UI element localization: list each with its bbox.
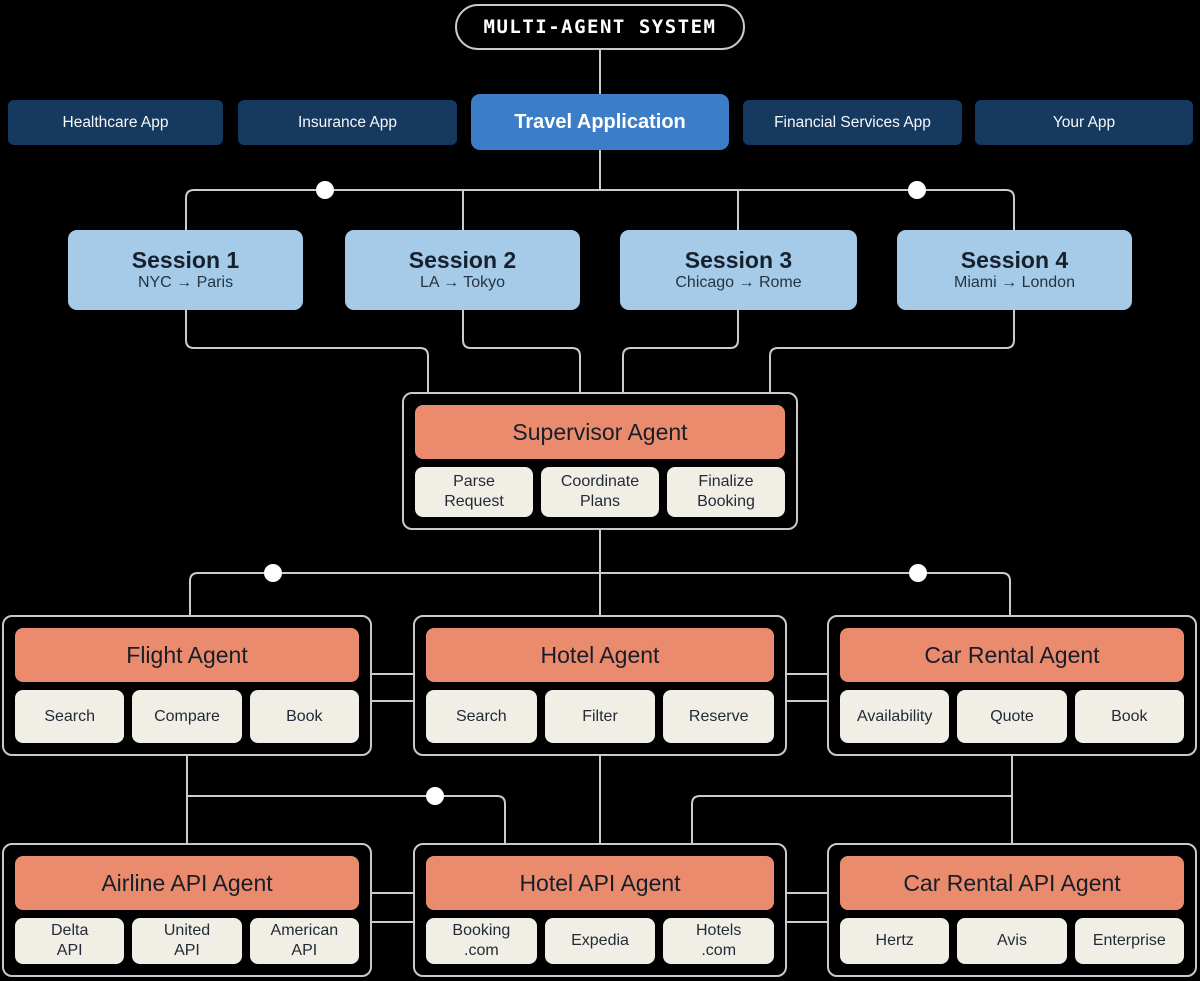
wire-flight-branch-to-hotel-api (187, 795, 506, 845)
hotel-task-row: Search Filter Reserve (426, 690, 775, 743)
junction-dot (426, 787, 444, 805)
session-node-1: Session 1 NYC → Paris (68, 230, 303, 310)
task-american-api: American API (249, 918, 359, 964)
app-label: Healthcare App (62, 113, 169, 131)
session-node-3: Session 3 Chicago → Rome (620, 230, 857, 310)
hotel-agent-panel: Hotel Agent Search Filter Reserve (413, 615, 787, 756)
task-parse-request: Parse Request (415, 467, 533, 517)
task-finalize-booking: Finalize Booking (667, 467, 785, 517)
task-availability: Availability (840, 690, 950, 743)
wire-session2-to-supervisor (462, 310, 581, 394)
flight-agent-panel: Flight Agent Search Compare Book (2, 615, 372, 756)
task-coordinate-plans: Coordinate Plans (541, 467, 659, 517)
app-node-healthcare: Healthcare App (8, 100, 223, 145)
session-node-2: Session 2 LA → Tokyo (345, 230, 580, 310)
hotel-agent-header: Hotel Agent (426, 628, 774, 682)
junction-dot (908, 181, 926, 199)
task-book: Book (1074, 690, 1184, 743)
car-rental-task-row: Availability Quote Book (840, 690, 1184, 743)
car-rental-api-agent-panel: Car Rental API Agent Hertz Avis Enterpri… (827, 843, 1197, 977)
session-title: Session 1 (131, 247, 240, 273)
supervisor-agent-panel: Supervisor Agent Parse Request Coordinat… (402, 392, 798, 530)
car-rental-api-agent-header: Car Rental API Agent (840, 856, 1184, 910)
task-delta-api: Delta API (15, 918, 125, 964)
app-node-financial: Financial Services App (743, 100, 962, 145)
wire-session-bus (185, 189, 1015, 230)
root-label: MULTI-AGENT SYSTEM (483, 16, 717, 38)
app-label: Insurance App (297, 113, 398, 131)
task-expedia: Expedia (544, 918, 656, 964)
wire-session4-to-supervisor (769, 310, 1015, 394)
session-route: LA → Tokyo (419, 274, 506, 291)
flight-task-row: Search Compare Book (15, 690, 359, 743)
task-quote: Quote (957, 690, 1067, 743)
junction-dot (316, 181, 334, 199)
session-title: Session 2 (408, 247, 517, 273)
task-booking-com: Booking .com (426, 918, 537, 964)
task-hertz: Hertz (840, 918, 950, 964)
car-rental-agent-header: Car Rental Agent (840, 628, 1184, 682)
task-filter: Filter (544, 690, 656, 743)
wire-agent-bus (189, 572, 1011, 617)
wire-session1-to-supervisor (185, 310, 429, 394)
app-node-travel-active: Travel Application (471, 94, 729, 150)
session-route: Chicago → Rome (675, 274, 802, 291)
flight-agent-header: Flight Agent (15, 628, 359, 682)
wire-session3-to-supervisor (622, 310, 739, 394)
session-route: Miami → London (954, 274, 1075, 291)
task-united-api: United API (132, 918, 242, 964)
airline-api-agent-panel: Airline API Agent Delta API United API A… (2, 843, 372, 977)
app-node-your-app: Your App (975, 100, 1193, 145)
root-node: MULTI-AGENT SYSTEM (455, 4, 745, 50)
task-reserve: Reserve (663, 690, 775, 743)
supervisor-task-row: Parse Request Coordinate Plans Finalize … (415, 467, 785, 517)
airline-api-agent-header: Airline API Agent (15, 856, 359, 910)
car-rental-api-task-row: Hertz Avis Enterprise (840, 918, 1184, 964)
car-rental-agent-panel: Car Rental Agent Availability Quote Book (827, 615, 1197, 756)
app-node-insurance: Insurance App (238, 100, 457, 145)
task-search: Search (15, 690, 125, 743)
task-hotels-com: Hotels .com (663, 918, 775, 964)
task-search: Search (426, 690, 537, 743)
session-title: Session 4 (960, 247, 1069, 273)
task-compare: Compare (132, 690, 242, 743)
task-enterprise: Enterprise (1074, 918, 1184, 964)
session-route: NYC → Paris (137, 274, 234, 291)
junction-dot (264, 564, 282, 582)
hotel-api-task-row: Booking .com Expedia Hotels .com (426, 918, 775, 964)
app-label: Your App (1052, 113, 1116, 131)
wire-car-branch-to-hotel-api (691, 795, 1012, 845)
app-label: Financial Services App (774, 113, 931, 131)
hotel-api-agent-header: Hotel API Agent (426, 856, 774, 910)
supervisor-agent-header: Supervisor Agent (415, 405, 785, 459)
task-avis: Avis (957, 918, 1067, 964)
junction-dot (909, 564, 927, 582)
hotel-api-agent-panel: Hotel API Agent Booking .com Expedia Hot… (413, 843, 787, 977)
task-book: Book (249, 690, 359, 743)
session-node-4: Session 4 Miami → London (897, 230, 1132, 310)
session-title: Session 3 (684, 247, 793, 273)
app-label: Travel Application (514, 110, 686, 133)
airline-api-task-row: Delta API United API American API (15, 918, 359, 964)
